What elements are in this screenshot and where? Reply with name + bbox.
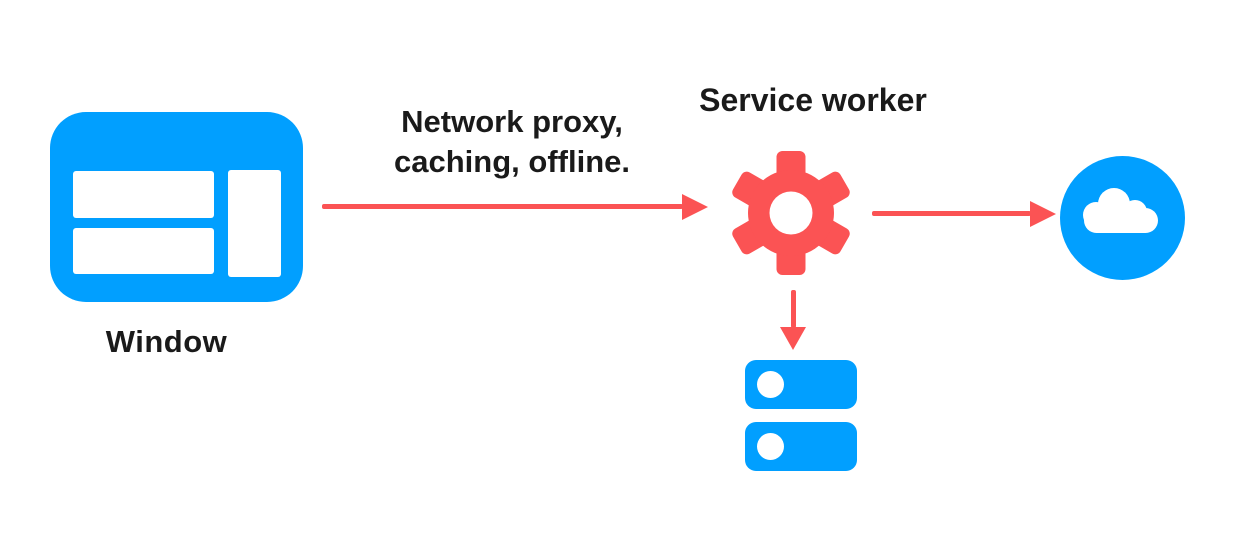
storage-stack-icon	[745, 360, 857, 409]
window-content-bar	[73, 171, 214, 218]
browser-window-icon	[50, 112, 303, 302]
storage-drive-dot	[757, 433, 784, 460]
arrow-service-worker-to-network	[872, 211, 1031, 216]
window-content-bar	[73, 228, 214, 274]
gear-icon	[732, 151, 850, 275]
arrowhead-down-icon	[780, 327, 806, 350]
cloud-icon	[1060, 156, 1185, 280]
arrowhead-right-icon	[1030, 201, 1056, 227]
edge-label-line2: caching, offline.	[394, 144, 630, 179]
arrowhead-right-icon	[682, 194, 708, 220]
window-label: Window	[105, 324, 228, 359]
edge-label-line1: Network proxy,	[401, 104, 623, 139]
edge-label-network-proxy: Network proxy, caching, offline.	[357, 102, 667, 182]
cloud-glyph	[1083, 188, 1158, 233]
window-sidebar-bar	[228, 170, 281, 277]
service-worker-label: Service worker	[699, 82, 927, 118]
storage-drive-dot	[757, 371, 784, 398]
storage-stack-icon	[745, 422, 857, 471]
arrow-service-worker-to-storage	[791, 290, 796, 328]
arrow-window-to-service-worker	[322, 204, 683, 209]
